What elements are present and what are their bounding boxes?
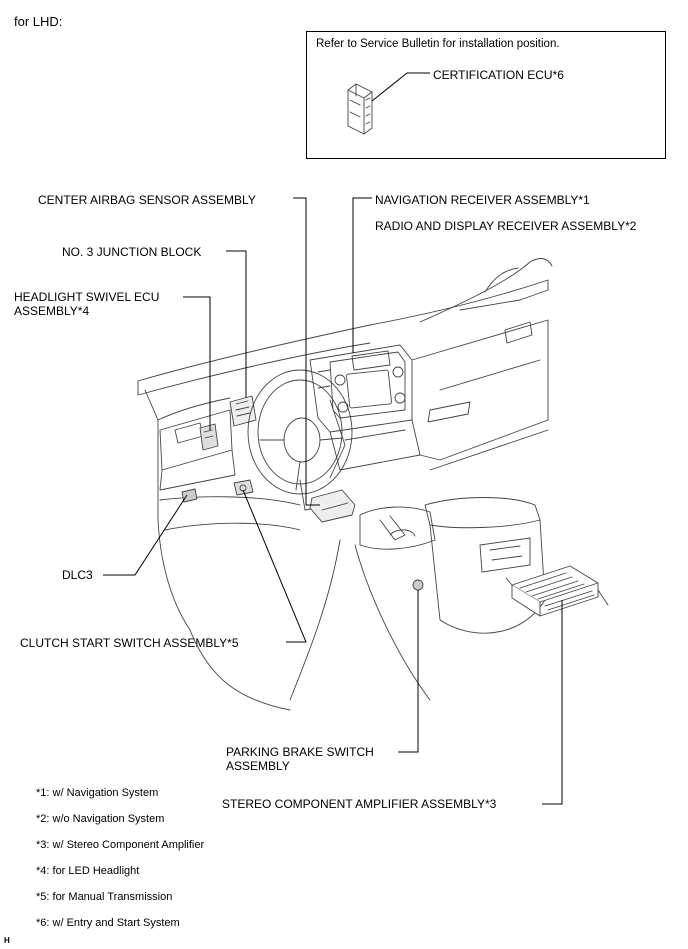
- inset-instruction: Refer to Service Bulletin for installati…: [316, 38, 560, 50]
- leader-dlc3: [103, 494, 188, 576]
- leader-headlight-swivel: [183, 296, 211, 430]
- steering-wheel: [247, 369, 353, 495]
- leader-certification-ecu: [371, 72, 430, 102]
- certification-ecu-label: CERTIFICATION ECU*6: [433, 68, 564, 82]
- center-airbag-sensor-icon: [309, 489, 356, 523]
- center-airbag-label: CENTER AIRBAG SENSOR ASSEMBLY: [38, 193, 256, 207]
- footnote-2: *2: w/o Navigation System: [36, 813, 165, 825]
- dlc3-icon: [181, 488, 198, 503]
- footnote-3: *3: w/ Stereo Component Amplifier: [36, 839, 205, 851]
- junction-block-icon: [229, 395, 257, 427]
- parking-brake-switch-icon: [412, 579, 424, 591]
- figure-code: H: [4, 936, 10, 945]
- leader-stereo-amp: [542, 600, 563, 805]
- parking-brake-label-2: ASSEMBLY: [226, 759, 290, 773]
- dlc3-label: DLC3: [62, 568, 93, 582]
- stereo-amplifier-label: STEREO COMPONENT AMPLIFIER ASSEMBLY*3: [222, 797, 497, 811]
- junction-block-label: NO. 3 JUNCTION BLOCK: [62, 245, 202, 259]
- clutch-switch-label: CLUTCH START SWITCH ASSEMBLY*5: [20, 636, 239, 650]
- leader-center-airbag: [293, 197, 320, 506]
- leader-junction-block: [226, 250, 247, 398]
- footnote-1: *1: w/ Navigation System: [36, 787, 159, 799]
- footnote-5: *5: for Manual Transmission: [36, 891, 173, 903]
- inset-box: [306, 31, 666, 159]
- headlight-swivel-ecu-icon: [199, 423, 219, 451]
- leader-navigation: [352, 197, 372, 353]
- radio-display-receiver-label: RADIO AND DISPLAY RECEIVER ASSEMBLY*2: [375, 219, 637, 233]
- dash-top-edge: [137, 279, 549, 382]
- leader-parking-brake: [398, 590, 419, 753]
- headlight-swivel-label-2: ASSEMBLY*4: [14, 304, 90, 318]
- navigation-receiver-label: NAVIGATION RECEIVER ASSEMBLY*1: [375, 193, 590, 207]
- navigation-receiver-icon: [329, 351, 406, 419]
- footnote-6: *6: w/ Entry and Start System: [36, 917, 180, 929]
- certification-ecu-icon: [347, 83, 373, 135]
- variant-label: for LHD:: [14, 14, 63, 29]
- parking-brake-label-1: PARKING BRAKE SWITCH: [226, 745, 374, 759]
- clutch-switch-icon: [233, 479, 254, 496]
- headlight-swivel-label-1: HEADLIGHT SWIVEL ECU: [14, 290, 160, 304]
- stereo-amplifier-icon: [505, 565, 609, 617]
- leader-clutch: [242, 489, 307, 643]
- footnote-4: *4: for LED Headlight: [36, 865, 140, 877]
